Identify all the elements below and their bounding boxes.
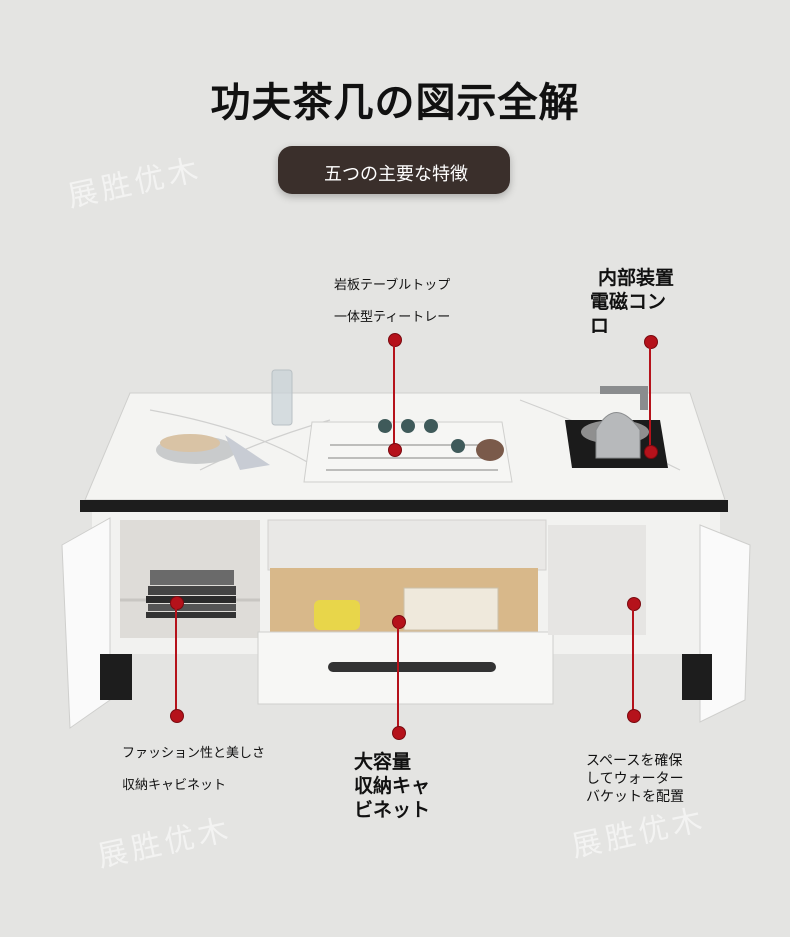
callout-line-tabletop <box>393 345 395 445</box>
drawer-label-line2: 収納キャ <box>354 775 431 797</box>
table-edge <box>80 500 728 512</box>
page-title: 功夫茶几の図示全解 <box>210 80 580 126</box>
books <box>150 570 234 585</box>
callout-dot-drawer <box>392 726 406 740</box>
callout-dot-stove <box>644 335 658 349</box>
leg-right <box>682 654 712 700</box>
callout-line-drawer <box>397 627 399 727</box>
drawer-handle <box>328 662 496 672</box>
tea-tray <box>303 421 513 483</box>
tea-cup <box>378 419 392 433</box>
napkin <box>225 435 270 470</box>
bucket-label-line1: スペースを確保 <box>586 753 683 769</box>
callout-line-stove <box>649 347 651 447</box>
drawer-label-line1: 大容量 <box>354 751 412 773</box>
callout-line-bucket <box>632 609 634 711</box>
callout-dot-cabinet <box>170 709 184 723</box>
callout-line-cabinet <box>175 608 177 710</box>
stove-label: 内部装置 電磁コン ロ <box>590 266 674 338</box>
glass-cup <box>271 369 293 426</box>
tea-boxes <box>403 587 499 631</box>
callout-dot-stove-end <box>644 445 658 459</box>
faucet <box>600 386 648 410</box>
callout-dot-cabinet-start <box>170 596 184 610</box>
cabinet-label-1: ファッション性と美しさ <box>122 746 266 761</box>
teapot <box>476 439 504 461</box>
drawer-label-line3: ビネット <box>354 799 431 821</box>
stove-label-line3: ロ <box>590 315 610 337</box>
callout-dot-drawer-start <box>392 615 406 629</box>
bucket-label-line2: してウォーター <box>586 771 684 787</box>
bucket-label: スペースを確保 してウォーター バケットを配置 <box>586 752 684 806</box>
leg-left <box>100 654 132 700</box>
stove-label-line2: 電磁コン <box>590 291 667 313</box>
middle-shelf <box>267 519 547 571</box>
bucket-label-line3: バケットを配置 <box>586 789 684 805</box>
right-cabinet-interior <box>548 525 646 635</box>
cabinet-label-2: 収納キャビネット <box>122 778 227 793</box>
subtitle-badge: 五つの主要な特徴 <box>278 146 510 194</box>
callout-dot-tabletop-end <box>388 443 402 457</box>
callout-dot-bucket <box>627 709 641 723</box>
subtitle-text: 五つの主要な特徴 <box>324 164 468 185</box>
stove-label-line1: 内部装置 <box>598 267 675 289</box>
tea-canister <box>314 600 360 630</box>
tabletop-label-1: 岩板テーブルトップ <box>334 278 451 293</box>
callout-dot-bucket-start <box>627 597 641 611</box>
drawer-label: 大容量 収納キャ ビネット <box>354 750 430 822</box>
callout-dot-tabletop <box>388 333 402 347</box>
tabletop-label-2: 一体型ティートレー <box>334 310 451 325</box>
